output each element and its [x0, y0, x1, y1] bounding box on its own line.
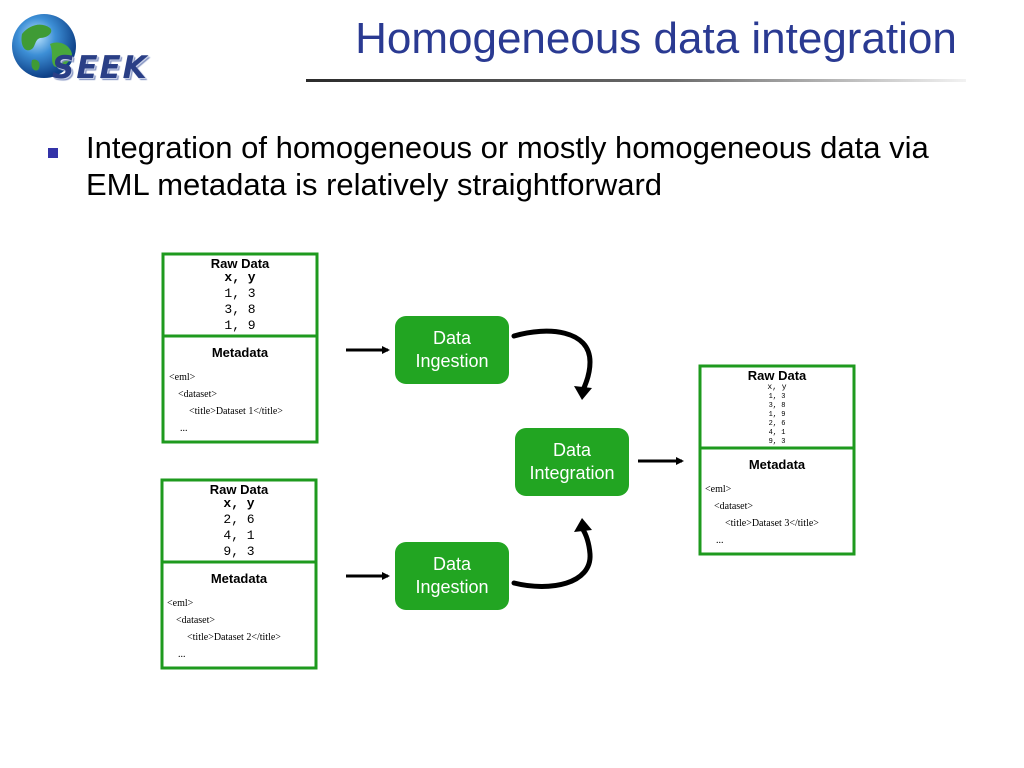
dataset-1-meta-line: ...	[180, 423, 188, 434]
dataset-1-meta-line: <title>Dataset 1</title>	[189, 406, 283, 417]
dataset-2-meta-line: <dataset>	[176, 615, 215, 626]
seek-logo: SEEK	[10, 10, 175, 86]
dataset-1-row: 1, 3	[224, 286, 255, 301]
result-meta-title: Metadata	[749, 457, 806, 472]
integration-node: Data Integration	[515, 428, 629, 496]
dataset-1-raw-title: Raw Data	[211, 256, 270, 271]
slide-title: Homogeneous data integration	[355, 14, 957, 63]
dataset-1-row: 1, 9	[224, 318, 255, 333]
curve-arrow-bottom	[511, 525, 593, 589]
globe-icon	[12, 14, 76, 78]
result-meta-box	[698, 446, 856, 556]
dataset-2-row: 9, 3	[223, 544, 254, 559]
dataset-1-meta-box	[161, 334, 319, 444]
dataset-1-meta-title: Metadata	[212, 345, 269, 360]
bullet-marker	[48, 148, 58, 158]
ingestion-node-bottom-line: Data	[433, 554, 472, 574]
dataset-2-row: 4, 1	[223, 528, 254, 543]
dataset-2-raw-title: Raw Data	[210, 482, 269, 497]
result-raw-title: Raw Data	[748, 368, 807, 383]
result-row: 2, 6	[769, 420, 786, 428]
ingestion-node-top: Data Ingestion	[395, 316, 509, 384]
ingestion-node-bottom-box	[395, 542, 509, 610]
result-meta-line: ...	[716, 535, 724, 546]
curve-arrow-bottom-head	[574, 518, 592, 532]
dataset-2-row: 2, 6	[223, 512, 254, 527]
dataset-2-meta-title: Metadata	[211, 571, 268, 586]
result-meta-line: <title>Dataset 3</title>	[725, 518, 819, 529]
dataset-2-raw-box	[160, 478, 318, 564]
integration-node-line: Data	[553, 440, 592, 460]
dataset-2: Raw Data x, y 2, 6 4, 1 9, 3 Metadata <e…	[160, 478, 318, 670]
result-raw-box	[698, 364, 856, 450]
result-row: 9, 3	[769, 438, 786, 446]
dataset-2-meta-line: <title>Dataset 2</title>	[187, 632, 281, 643]
result-row: 1, 3	[769, 393, 786, 401]
dataset-1-row: x, y	[224, 270, 255, 285]
curve-arrow-top	[511, 328, 593, 395]
ingestion-node-bottom: Data Ingestion	[395, 542, 509, 610]
title-underline	[306, 79, 966, 82]
integration-node-line: Integration	[529, 463, 614, 483]
result-row: 3, 8	[769, 402, 786, 410]
dataset-2-row: x, y	[223, 496, 254, 511]
dataset-2-meta-line: ...	[178, 649, 186, 660]
integration-node-box	[515, 428, 629, 496]
dataset-1-meta-line: <eml>	[169, 372, 196, 383]
dataset-2-meta-box	[160, 560, 318, 670]
bullet-text: Integration of homogeneous or mostly hom…	[86, 130, 929, 202]
curve-arrow-top-head	[574, 386, 592, 400]
dataset-2-meta-line: <eml>	[167, 598, 194, 609]
ingestion-node-top-line: Ingestion	[415, 351, 488, 371]
logo-text: SEEK	[52, 50, 149, 86]
result-meta-line: <dataset>	[714, 501, 753, 512]
result-row: x, y	[767, 383, 786, 392]
result-row: 4, 1	[769, 429, 786, 437]
dataset-result: Raw Data x, y 1, 3 3, 8 1, 9 2, 6 4, 1 9…	[698, 364, 856, 556]
dataset-1-meta-line: <dataset>	[178, 389, 217, 400]
result-row: 1, 9	[769, 411, 786, 419]
dataset-1-row: 3, 8	[224, 302, 255, 317]
result-meta-line: <eml>	[705, 484, 732, 495]
ingestion-node-top-box	[395, 316, 509, 384]
dataset-1: Raw Data x, y 1, 3 3, 8 1, 9 Metadata <e…	[161, 252, 319, 444]
ingestion-node-top-line: Data	[433, 328, 472, 348]
ingestion-node-bottom-line: Ingestion	[415, 577, 488, 597]
